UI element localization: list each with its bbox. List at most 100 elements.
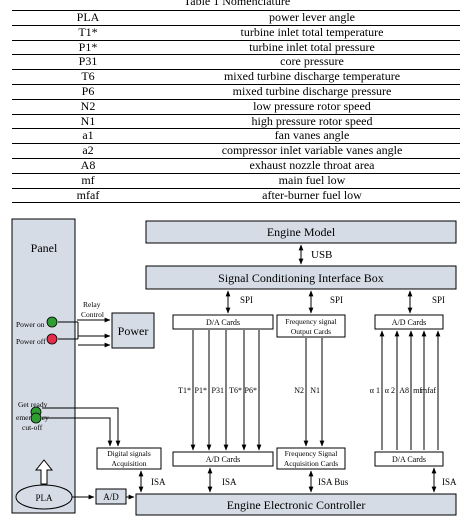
relay-label-1: Relay <box>83 300 101 309</box>
emergency-indicator[interactable] <box>30 412 42 424</box>
table-cell-description: main fuel low <box>164 173 460 189</box>
isa-bus-label: ISA Bus <box>318 477 349 487</box>
relay-label-2: Control <box>81 310 104 319</box>
table-cell-symbol: N1 <box>12 114 164 130</box>
isa-label-2: ISA <box>222 477 237 487</box>
spi-label-3: SPI <box>432 295 445 305</box>
table-row: T1*turbine inlet total temperature <box>12 25 460 41</box>
ad-cards-top <box>374 314 444 330</box>
da-cards-bottom-label: D/A Cards <box>392 455 426 464</box>
freq-acq-label-1: Frequency Signal <box>285 449 338 458</box>
signal-label: P6* <box>245 386 257 395</box>
table-cell-description: compressor inlet variable vanes angle <box>164 143 460 159</box>
signal-label: mf <box>413 386 422 395</box>
sci-box-label: Signal Conditioning Interface Box <box>218 271 384 285</box>
engine-model-box <box>145 220 457 244</box>
da-cards-bottom <box>374 451 444 467</box>
table-cell-symbol: mfaf <box>12 188 164 204</box>
spi-label-1: SPI <box>240 295 253 305</box>
table-cell-symbol: T6 <box>12 69 164 85</box>
da-cards-top-label: D/A Cards <box>206 318 240 327</box>
table-cell-symbol: mf <box>12 173 164 189</box>
digital-acq-box <box>96 447 162 470</box>
ad-cards-bottom <box>172 451 274 467</box>
power-on-indicator[interactable] <box>46 316 58 328</box>
table-cell-description: after-burner fuel low <box>164 188 460 204</box>
usb-label: USB <box>311 249 332 261</box>
pla-lever-icon <box>34 459 54 485</box>
table-cell-symbol: PLA <box>12 10 164 26</box>
da-cards-top <box>172 314 274 330</box>
signal-label: T1* <box>178 386 191 395</box>
table-cell-symbol: P31 <box>12 55 164 71</box>
digital-acq-label-2: Acquisition <box>112 459 147 468</box>
table-cell-symbol: a1 <box>12 129 164 145</box>
signal-label: A8 <box>399 386 409 395</box>
power-off-indicator[interactable] <box>46 333 58 345</box>
table-cell-symbol: T1* <box>12 25 164 41</box>
table-cell-description: high pressure rotor speed <box>164 114 460 130</box>
sci-box <box>145 265 457 290</box>
signal-label: P31 <box>212 386 224 395</box>
freq-output-cards <box>276 314 346 338</box>
table-cell-description: fan vanes angle <box>164 129 460 145</box>
table-row: P1*turbine inlet total pressure <box>12 40 460 56</box>
signal-label: T6* <box>229 386 242 395</box>
power-label: Power <box>118 324 149 338</box>
eec-label: Engine Electronic Controller <box>227 498 366 512</box>
freq-output-label-1: Frequency signal <box>285 317 336 326</box>
ad-cards-top-label: A/D Cards <box>392 318 426 327</box>
table-cell-description: power lever angle <box>164 10 460 26</box>
table-cell-description: turbine inlet total temperature <box>164 25 460 41</box>
table-cell-description: mixed turbine discharge temperature <box>164 69 460 85</box>
signal-label: N1 <box>310 386 320 395</box>
freq-acq-label-2: Acquisition Cards <box>284 459 338 468</box>
power-box <box>111 312 155 349</box>
freq-acq-cards <box>276 447 346 470</box>
signal-label: mfaf <box>421 386 436 395</box>
table-cell-symbol: P6 <box>12 84 164 100</box>
emergency-label-2: cut-off <box>22 423 43 432</box>
power-off-label: Power off <box>16 337 46 346</box>
power-on-label: Power on <box>16 320 45 329</box>
ad-converter-label: A/D <box>103 492 119 502</box>
table-caption: Table 1 Nomenclature <box>183 0 291 8</box>
ad-cards-bottom-label: A/D Cards <box>206 455 240 464</box>
table-cell-description: low pressure rotor speed <box>164 99 460 115</box>
signal-label: α 2 <box>385 386 395 395</box>
panel-label: Panel <box>31 241 58 255</box>
engine-model-label: Engine Model <box>267 225 336 239</box>
isa-label-3: ISA <box>442 477 457 487</box>
table-cell-description: exhaust nozzle throat area <box>164 158 460 174</box>
table-cell-symbol: A8 <box>12 158 164 174</box>
pla-label: PLA <box>35 493 53 503</box>
freq-output-label-2: Output Cards <box>291 327 331 336</box>
table-cell-description: core pressure <box>164 55 460 71</box>
table-cell-description: turbine inlet total pressure <box>164 40 460 56</box>
signal-label: P1* <box>195 386 207 395</box>
eec-box <box>135 493 457 516</box>
signal-label: N2 <box>294 386 304 395</box>
digital-acq-label-1: Digital signals <box>107 449 151 458</box>
isa-label-1: ISA <box>151 477 166 487</box>
get-ready-label: Get ready <box>18 400 48 409</box>
spi-label-2: SPI <box>330 295 343 305</box>
table-cell-description: mixed turbine discharge pressure <box>164 84 460 100</box>
table-cell-symbol: N2 <box>12 99 164 115</box>
signal-label: α 1 <box>370 386 380 395</box>
table-cell-symbol: a2 <box>12 143 164 159</box>
table-cell-symbol: P1* <box>12 40 164 56</box>
